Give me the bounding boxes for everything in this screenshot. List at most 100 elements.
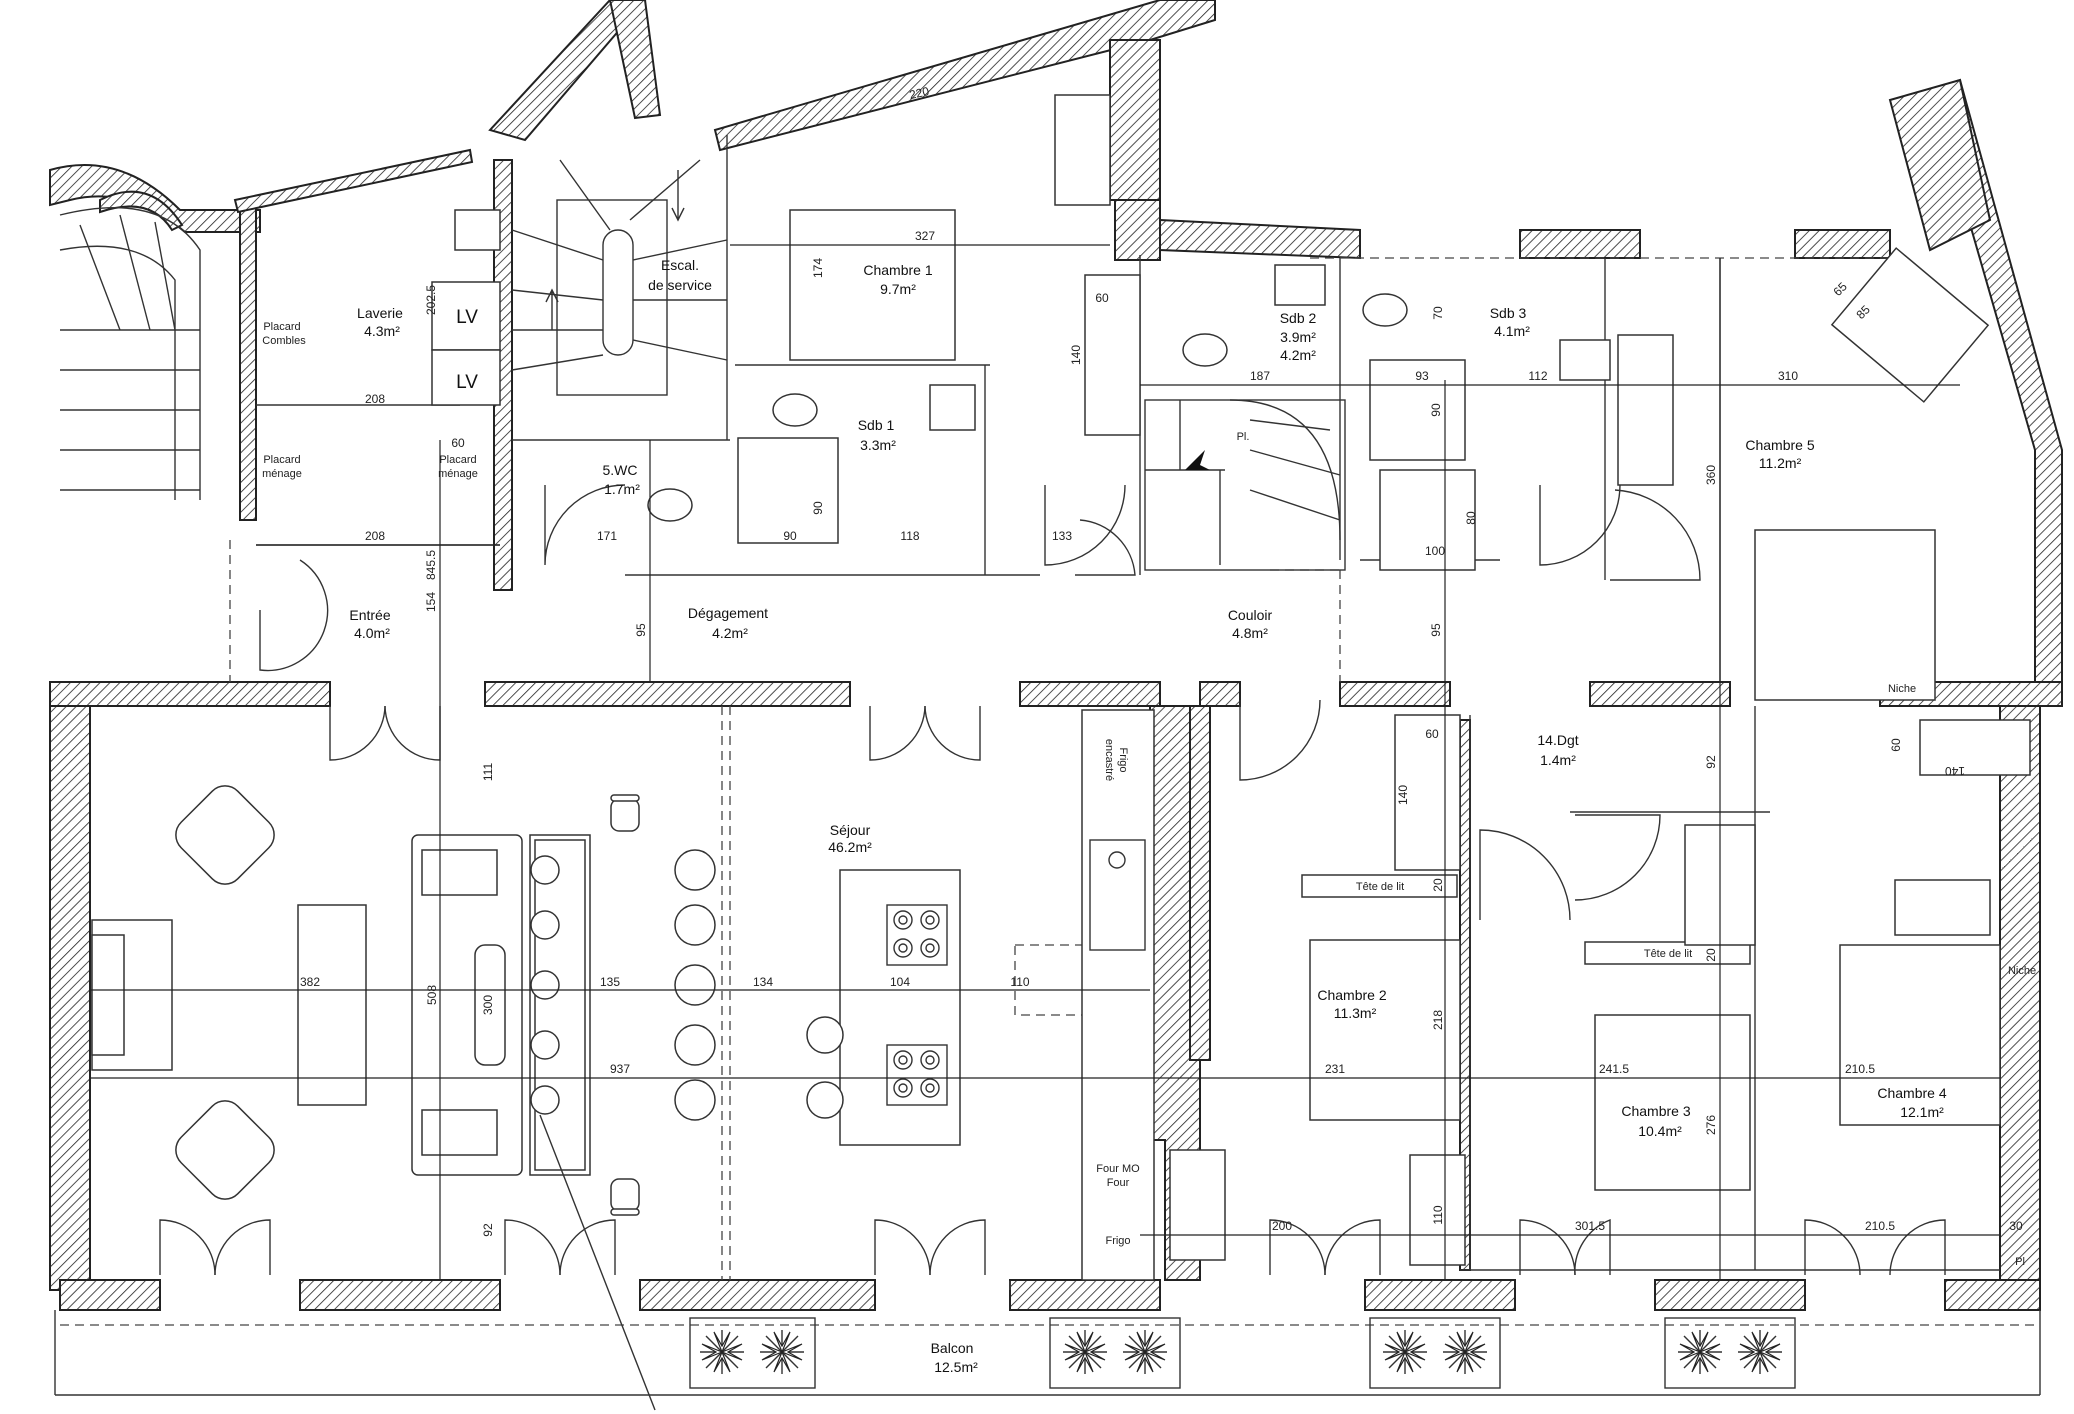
leader-line	[539, 1114, 656, 1411]
dim-140b: 140	[1396, 785, 1410, 805]
room-labels: Laverie 4.3m² Escal. de service Chambre …	[349, 257, 1946, 1375]
room-name-chambre-5: Chambre 5	[1745, 437, 1814, 453]
room-name-entree: Entrée	[349, 607, 390, 623]
label-four-1: Four MO	[1096, 1163, 1140, 1175]
dim-30: 30	[2009, 1219, 2023, 1233]
dim-937: 937	[610, 1062, 630, 1076]
label-placard-combles-1: Placard	[263, 321, 300, 333]
dim-360: 360	[1704, 465, 1718, 485]
room-name-laverie: Laverie	[357, 305, 403, 321]
spiral-stair	[1144, 399, 1346, 571]
room-area-sdb-1: 3.3m²	[860, 437, 896, 453]
service-stair	[511, 159, 728, 396]
dim-208b: 208	[365, 529, 385, 543]
label-niche-2: Niche	[2008, 965, 2036, 977]
label-frigo-encastre-2: encastré	[1103, 739, 1115, 781]
dim-382: 382	[300, 975, 320, 989]
room-area-chambre-3: 10.4m²	[1638, 1123, 1682, 1139]
dim-140c: 140	[1945, 764, 1965, 778]
dim-174: 174	[811, 258, 825, 278]
label-pl-1: Pl.	[1237, 431, 1250, 443]
dim-80: 80	[1464, 511, 1478, 525]
label-lv-2: LV	[456, 372, 478, 393]
room-area-chambre-2: 11.3m²	[1334, 1005, 1377, 1021]
label-frigo-encastre-1: Frigo	[1117, 747, 1129, 772]
balcony-outline	[54, 1310, 2041, 1396]
label-tete-de-lit-2: Tête de lit	[1644, 948, 1692, 960]
dim-301-5: 301.5	[1575, 1219, 1605, 1233]
room-area-laverie: 4.3m²	[364, 323, 400, 339]
fixture-labels: Placard Combles Placard ménage Placard m…	[262, 307, 2036, 1268]
room-area-sejour: 46.2m²	[828, 839, 872, 855]
dim-241-5: 241.5	[1599, 1062, 1629, 1076]
dim-276: 276	[1704, 1115, 1718, 1135]
room-area-degagement: 4.2m²	[712, 625, 748, 641]
dimension-texts: 220 327 174 202.5 208 60 208 171 154 845…	[300, 84, 2023, 1237]
dim-154: 154	[424, 592, 438, 612]
room-name-escal: Escal.	[661, 257, 699, 273]
dim-202-5: 202.5	[424, 285, 438, 315]
dim-200: 200	[1272, 1219, 1292, 1233]
dim-93: 93	[1415, 369, 1429, 383]
dim-90a: 90	[783, 529, 797, 543]
dim-210-5b: 210.5	[1865, 1219, 1895, 1233]
dim-100: 100	[1425, 544, 1445, 558]
room-area-sdb-3: 4.1m²	[1494, 323, 1530, 339]
dim-327: 327	[915, 229, 935, 243]
dim-95a: 95	[634, 623, 648, 637]
dim-60b: 60	[1095, 291, 1109, 305]
room-name-sejour: Séjour	[830, 822, 871, 838]
room-area2-sdb-2: 4.2m²	[1280, 347, 1316, 363]
dim-110a: 110	[1010, 975, 1029, 989]
walls	[49, 0, 2063, 1311]
label-pl-2: Pl	[2015, 1256, 2025, 1268]
room-name-chambre-3: Chambre 3	[1621, 1103, 1690, 1119]
label-niche-1: Niche	[1888, 683, 1916, 695]
furniture	[91, 94, 2031, 1281]
room-area-entree: 4.0m²	[354, 625, 390, 641]
dimension-lines	[90, 244, 2000, 1280]
room-area-balcon: 12.5m²	[934, 1359, 978, 1375]
dim-210-5a: 210.5	[1845, 1062, 1875, 1076]
label-placard-menage-1a: Placard	[263, 454, 300, 466]
dim-133: 133	[1052, 529, 1072, 543]
room-area-dgt: 1.4m²	[1540, 752, 1576, 768]
dim-104: 104	[890, 975, 910, 989]
room-area-chambre-1: 9.7m²	[880, 281, 916, 297]
room-name-sdb-3: Sdb 3	[1490, 305, 1527, 321]
dim-208a: 208	[365, 392, 385, 406]
label-tete-de-lit-1: Tête de lit	[1356, 881, 1404, 893]
dim-110b: 110	[1431, 1205, 1445, 1224]
label-placard-menage-2a: Placard	[439, 454, 476, 466]
dim-187: 187	[1250, 369, 1270, 383]
dim-95b: 95	[1429, 623, 1443, 637]
dim-90c: 90	[1429, 403, 1443, 417]
room-name-chambre-2: Chambre 2	[1317, 987, 1386, 1003]
dim-60d: 60	[1889, 738, 1903, 752]
dim-92a: 92	[1704, 755, 1718, 769]
dim-112: 112	[1528, 369, 1547, 383]
label-four-2: Four	[1107, 1177, 1130, 1189]
room-name-balcon: Balcon	[931, 1340, 974, 1356]
room-area-chambre-5: 11.2m²	[1759, 455, 1802, 471]
label-placard-combles-2: Combles	[262, 335, 306, 347]
dim-845-5: 845.5	[424, 550, 438, 580]
dim-135: 135	[600, 975, 620, 989]
room-name-sdb-1: Sdb 1	[858, 417, 895, 433]
room-name-degagement: Dégagement	[688, 605, 768, 621]
dim-220: 220	[908, 84, 931, 102]
room-name-dgt: 14.Dgt	[1537, 732, 1578, 748]
dim-70: 70	[1431, 306, 1445, 320]
dim-134: 134	[753, 975, 773, 989]
dim-92b: 92	[481, 1223, 495, 1237]
dim-171: 171	[597, 529, 617, 543]
dim-20b: 20	[1704, 948, 1718, 962]
room-area-chambre-4: 12.1m²	[1900, 1104, 1944, 1120]
dim-231: 231	[1325, 1062, 1345, 1076]
room-area-wc: 1.7m²	[604, 481, 640, 497]
dim-20a: 20	[1431, 878, 1445, 892]
room-area-sdb-2: 3.9m²	[1280, 329, 1316, 345]
room-name-wc: 5.WC	[603, 462, 638, 478]
label-placard-menage-1b: ménage	[262, 468, 302, 480]
